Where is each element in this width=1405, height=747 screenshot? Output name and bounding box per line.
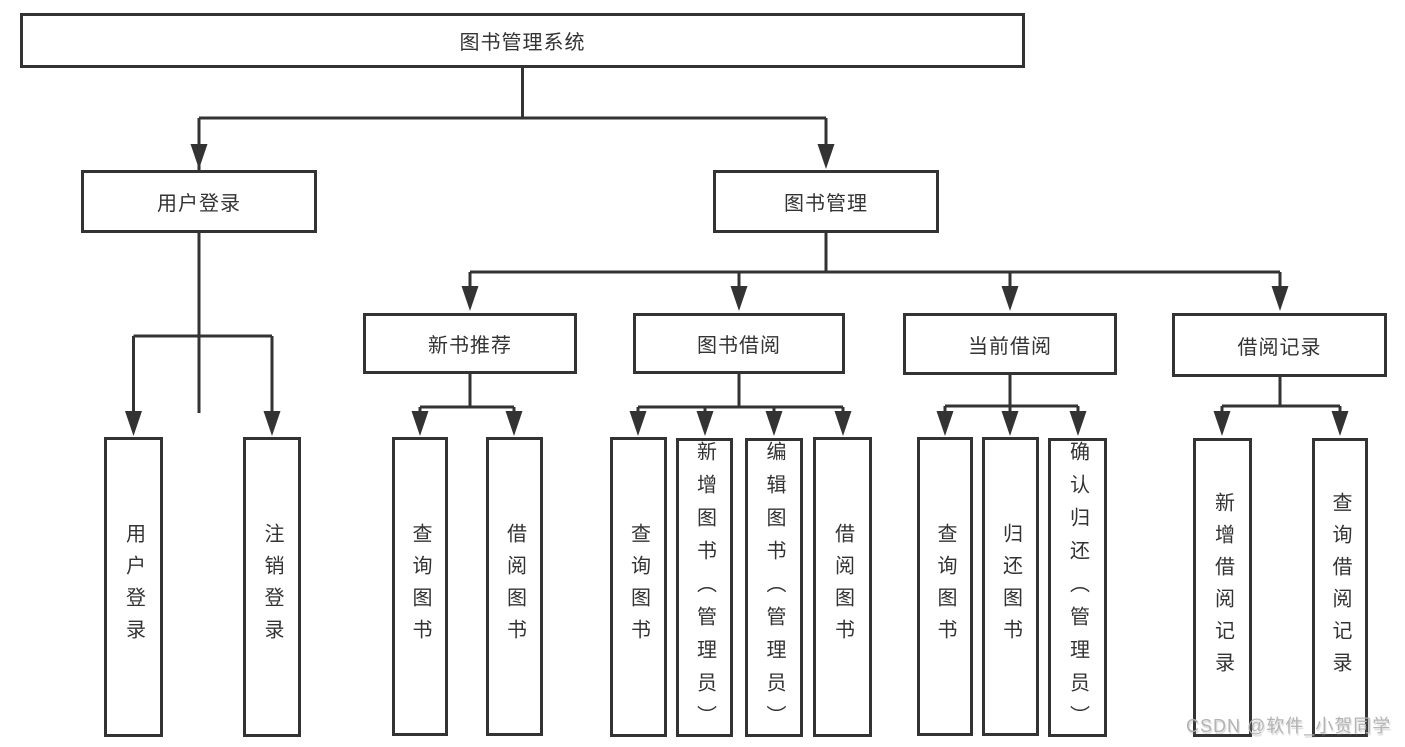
node-borrowing-records: 借阅记录 [1172,313,1387,377]
node-new-book-recommendation: 新书推荐 [363,313,577,374]
connector-current-borrow-to-leaves [943,375,1080,412]
node-label: 编辑图书（管理员） [763,441,785,738]
node-label: 查询图书 [934,522,956,651]
connector-new-book-to-leaves [418,374,516,412]
connector-user-login-to-leaves [132,233,274,412]
node-label: 注销登录 [261,523,283,651]
node-user-login: 用户登录 [81,170,317,233]
node-label: 归还图书 [999,522,1022,651]
node-label: 借阅图书 [503,522,526,651]
node-label: 用户登录 [157,193,241,215]
node-label: 图书借阅 [697,335,781,357]
leaf-query-borrow-record: 查询借阅记录 [1312,438,1368,737]
leaf-return-books: 归还图书 [982,437,1039,736]
connector-book-mgmt-to-level3 [468,233,1282,287]
node-library-management-system: 图书管理系统 [20,13,1025,68]
node-label: 借阅图书 [831,523,854,651]
leaf-edit-books-admin: 编辑图书（管理员） [745,438,803,738]
node-label: 当前借阅 [968,335,1052,358]
node-book-management: 图书管理 [713,170,939,233]
csdn-watermark: CSDN @软件_小贺同学 [1186,716,1392,736]
node-label: 查询图书 [627,523,650,651]
node-label: 图书管理系统 [459,32,586,54]
node-label: 新书推荐 [428,335,512,357]
node-label: 新增借阅记录 [1211,491,1234,684]
connector-records-to-leaves [1220,377,1342,412]
leaf-query-books-current: 查询图书 [917,437,973,736]
node-label: 查询图书 [409,522,431,651]
node-label: 查询借阅记录 [1329,491,1351,684]
leaf-borrow-books-newbook: 借阅图书 [486,437,543,736]
leaf-logout: 注销登录 [243,437,301,737]
connector-book-borrow-to-leaves [636,374,845,412]
node-current-borrowing: 当前借阅 [903,313,1117,375]
leaf-confirm-return-admin: 确认归还（管理员） [1048,438,1107,738]
node-book-borrowing: 图书借阅 [633,313,845,374]
node-label: 借阅记录 [1237,336,1322,359]
leaf-borrow-books: 借阅图书 [813,437,872,737]
leaf-query-books-newbook: 查询图书 [392,437,448,736]
node-label: 确认归还（管理员） [1066,441,1089,738]
leaf-add-books-admin: 新增图书（管理员） [676,438,733,738]
node-label: 用户登录 [122,523,145,651]
node-label: 图书管理 [784,193,868,215]
leaf-user-login: 用户登录 [104,437,163,737]
leaf-add-borrow-record: 新增借阅记录 [1193,438,1252,737]
leaf-query-books-borrow: 查询图书 [610,437,667,737]
node-label: 新增图书（管理员） [693,441,716,738]
